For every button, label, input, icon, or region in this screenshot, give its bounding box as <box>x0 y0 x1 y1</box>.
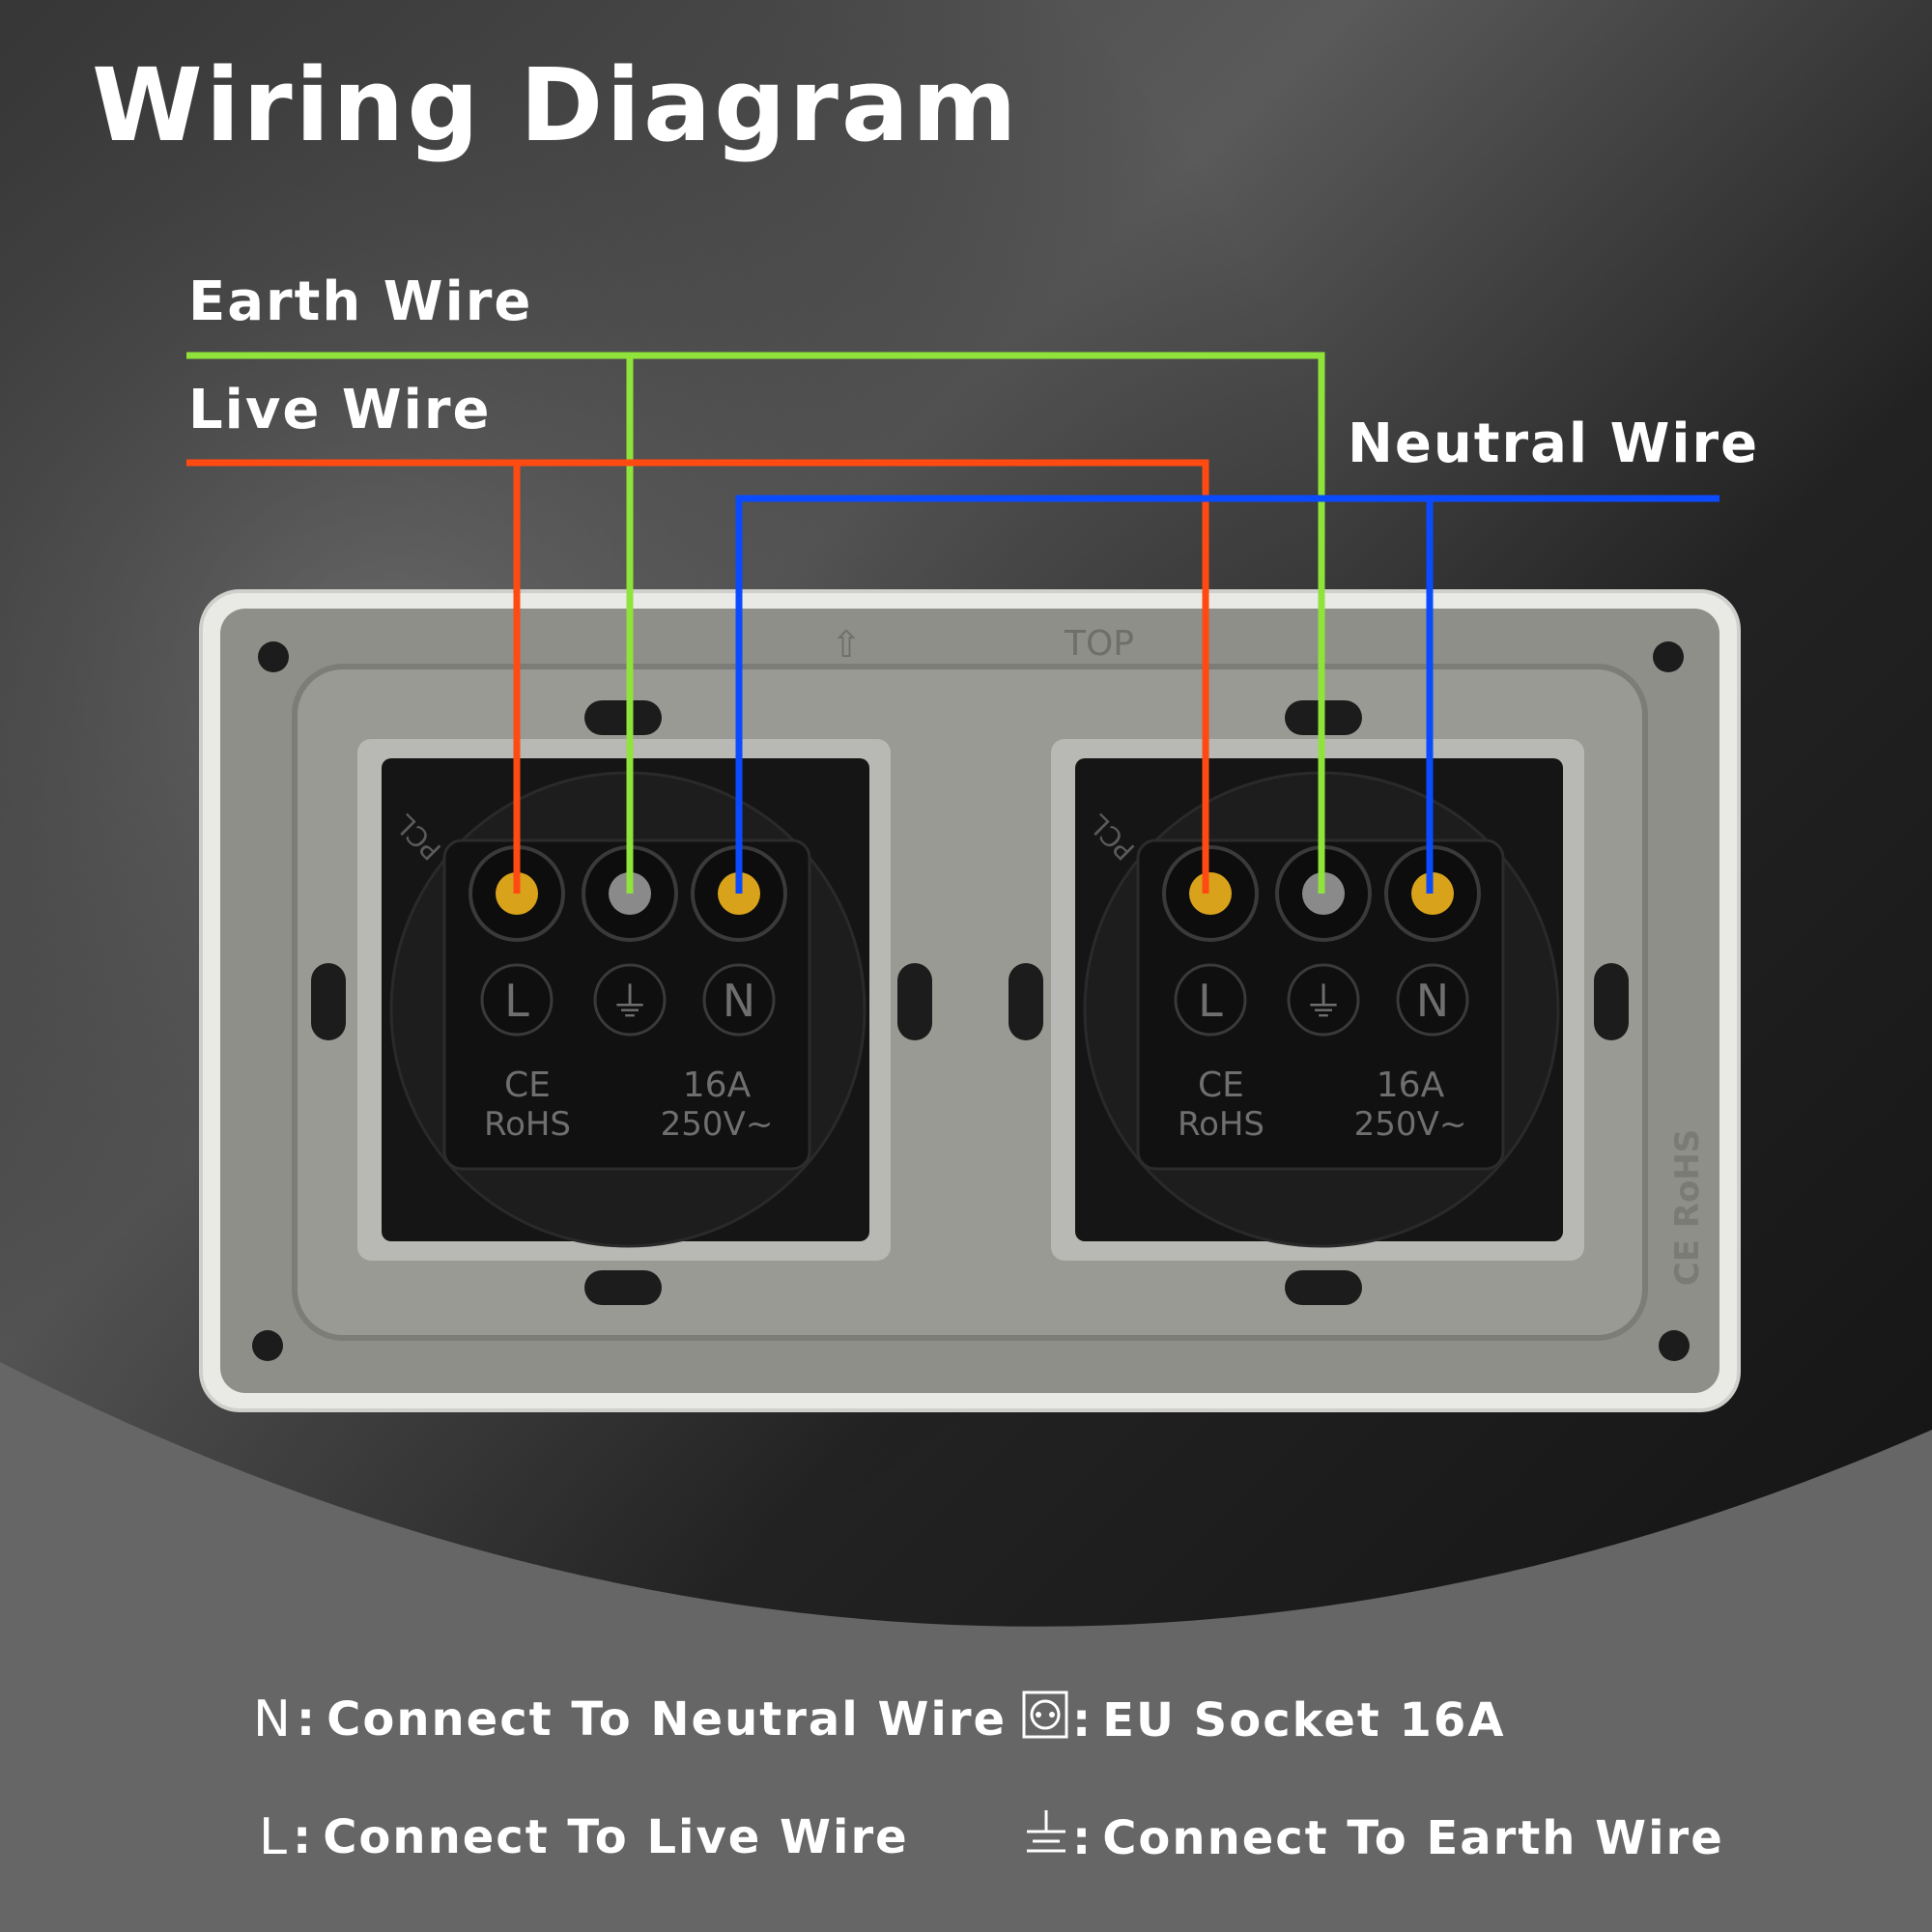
slot-hole <box>584 700 662 735</box>
live-terminal-label-ring <box>480 963 554 1037</box>
legend-earth-text: Connect To Earth Wire <box>1102 1811 1724 1865</box>
neutral-wire-label: Neutral Wire <box>1348 412 1760 475</box>
legend-separator: : <box>1072 1693 1094 1747</box>
eu-socket-icon <box>1022 1690 1068 1750</box>
rohs-marking: RoHS <box>484 1105 571 1144</box>
neutral-terminal-label-ring <box>1396 963 1469 1037</box>
mount-hole <box>252 1330 283 1361</box>
legend-eu-socket: : EU Socket 16A <box>1022 1690 1505 1750</box>
slot-hole <box>1594 963 1629 1040</box>
earth-terminal-label-ring <box>1287 963 1360 1037</box>
slot-hole <box>311 963 346 1040</box>
live-wire-label: Live Wire <box>188 379 492 441</box>
slot-hole <box>584 1270 662 1305</box>
rating-current-marking: 16A <box>1377 1065 1445 1105</box>
neutral-terminal-marking: N <box>1416 975 1449 1027</box>
legend-eu-socket-text: EU Socket 16A <box>1102 1693 1506 1747</box>
earth-wire-label: Earth Wire <box>188 270 533 333</box>
page-title: Wiring Diagram <box>92 46 1020 164</box>
legend-neutral-key: N <box>253 1690 293 1748</box>
legend-neutral-text: Connect To Neutral Wire <box>327 1692 1008 1747</box>
live-terminal-screw <box>1189 872 1232 915</box>
mount-hole <box>1659 1330 1690 1361</box>
legend-live: L : Connect To Live Wire <box>259 1808 909 1866</box>
wires-layer <box>186 352 1719 894</box>
mount-hole <box>258 641 289 672</box>
top-marking: TOP <box>1064 624 1134 664</box>
earth-wire-line <box>186 352 1325 894</box>
slot-hole <box>897 963 932 1040</box>
legend-separator: : <box>296 1692 318 1747</box>
up-arrow-icon: ⇧ <box>831 623 862 666</box>
legend-earth: : Connect To Earth Wire <box>1024 1808 1724 1868</box>
rating-voltage-marking: 250V~ <box>1354 1105 1467 1144</box>
legend-separator: : <box>1072 1811 1094 1865</box>
rating-current-marking: 16A <box>683 1065 752 1105</box>
ce-marking: CE <box>1198 1065 1244 1105</box>
earth-ground-icon <box>1024 1808 1068 1868</box>
live-terminal-marking: L <box>1198 975 1223 1027</box>
earth-terminal-label-ring <box>593 963 667 1037</box>
legend-separator: : <box>292 1810 314 1864</box>
legend-live-text: Connect To Live Wire <box>323 1810 909 1864</box>
live-wire-line <box>186 459 1209 894</box>
neutral-terminal-label-ring <box>702 963 776 1037</box>
side-certification-marking: CE RoHS <box>1668 1129 1707 1287</box>
ce-marking: CE <box>504 1065 551 1105</box>
legend-backdrop <box>0 1362 1932 1932</box>
earth-terminal-marking: ⏚ <box>1303 979 1344 1026</box>
legend-live-key: L <box>259 1808 289 1866</box>
slot-hole <box>1285 1270 1362 1305</box>
mount-hole <box>1653 641 1684 672</box>
legend-neutral: N : Connect To Neutral Wire <box>253 1690 1007 1748</box>
neutral-wire-line <box>735 495 1719 894</box>
earth-terminal-marking: ⏚ <box>610 979 650 1026</box>
neutral-terminal-marking: N <box>723 975 755 1027</box>
rohs-marking: RoHS <box>1178 1105 1264 1144</box>
rating-voltage-marking: 250V~ <box>661 1105 774 1144</box>
live-terminal-marking: L <box>504 975 529 1027</box>
live-terminal-label-ring <box>1174 963 1247 1037</box>
slot-hole <box>1009 963 1043 1040</box>
